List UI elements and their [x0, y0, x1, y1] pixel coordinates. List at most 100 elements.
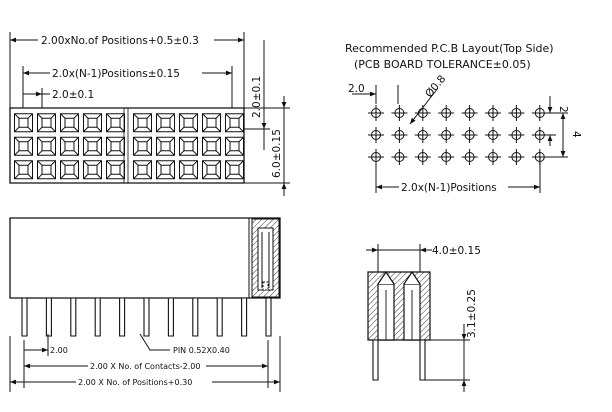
front-cell: [134, 161, 152, 179]
side-pin-row: [22, 298, 271, 336]
front-cell: [180, 114, 198, 132]
side-pin: [46, 298, 51, 336]
pcb-hole: [462, 127, 478, 143]
front-cell: [107, 114, 125, 132]
pcb-hole: [485, 105, 501, 121]
front-cell: [226, 161, 244, 179]
dim-pcb-row-pitch-label: 2: [557, 106, 569, 113]
side-pin: [242, 298, 247, 336]
dim-total-width-label: 2.00xNo.of Positions+0.5±0.3: [41, 35, 199, 47]
front-cell: [38, 114, 56, 132]
front-cell: [15, 161, 33, 179]
pcb-hole: [415, 127, 431, 143]
dim-height-label: 6.0±0.15: [271, 129, 283, 178]
front-cell: [107, 137, 125, 155]
pcb-hole: [462, 149, 478, 165]
front-cell: [226, 114, 244, 132]
front-cell: [15, 137, 33, 155]
pcb-hole: [368, 127, 384, 143]
pcb-layout-title: Recommended P.C.B Layout(Top Side): [345, 42, 554, 55]
dim-pin-length-label: 3.1±0.25: [466, 289, 478, 338]
dim-pitch: [23, 88, 50, 108]
side-pin: [168, 298, 173, 336]
front-cell: [180, 137, 198, 155]
front-cell: [226, 137, 244, 155]
side-pin: [22, 298, 27, 336]
dim-contacts-label: 2.00 X No. of Contacts-2.00: [90, 362, 200, 371]
pcb-hole: [391, 149, 407, 165]
side-pin: [193, 298, 198, 336]
dim-side-pitch-label: 2.00: [50, 346, 68, 355]
front-cell: [157, 161, 175, 179]
pcb-layout: Recommended P.C.B Layout(Top Side) (PCB …: [345, 42, 582, 194]
front-cell: [157, 137, 175, 155]
dim-hole-label: Ø0.8: [423, 73, 448, 100]
side-view: 2.00 PIN 0.52X0.40 2.00 X No. of Contact…: [10, 218, 280, 392]
dim-pcb-positions: [376, 157, 540, 193]
pcb-hole-grid: [368, 105, 548, 165]
side-pin: [266, 298, 271, 336]
pcb-layout-tolerance: (PCB BOARD TOLERANCE±0.05): [354, 58, 531, 71]
pcb-hole: [508, 105, 524, 121]
end-view: 4.0±0.15 3.1±0.25: [366, 244, 481, 392]
side-body: [10, 218, 280, 298]
side-end-section: [252, 219, 279, 297]
front-cell: [84, 161, 102, 179]
front-cell-grid: [15, 114, 244, 179]
dim-pcb-pitch-label: 2.0: [348, 83, 365, 95]
dim-pitch-span: [23, 66, 232, 108]
pcb-hole: [485, 149, 501, 165]
front-view: 2.00xNo.of Positions+0.5±0.3 2.0x(N-1)Po…: [10, 32, 290, 196]
front-cell: [203, 161, 221, 179]
front-cell: [61, 161, 79, 179]
pcb-hole: [391, 105, 407, 121]
side-pin: [144, 298, 149, 336]
pcb-hole: [438, 105, 454, 121]
pcb-hole: [438, 149, 454, 165]
front-cell: [61, 137, 79, 155]
dim-positions-label: 2.00 X No. of Positions+0.30: [78, 378, 192, 387]
pcb-hole: [508, 149, 524, 165]
side-pin: [217, 298, 222, 336]
pin-size-label: PIN 0.52X0.40: [173, 346, 230, 355]
front-cell: [157, 114, 175, 132]
dim-row-pitch-label: 2.0±0.1: [251, 76, 263, 118]
front-cell: [15, 114, 33, 132]
front-cell: [61, 114, 79, 132]
dim-end: [366, 244, 470, 392]
front-cell: [107, 161, 125, 179]
end-pins: [373, 340, 425, 380]
front-cell: [38, 137, 56, 155]
dim-front-right: [244, 40, 290, 196]
front-cell: [203, 137, 221, 155]
dim-pitch-label: 2.0±0.1: [52, 89, 94, 101]
pcb-hole: [485, 127, 501, 143]
pcb-hole: [368, 105, 384, 121]
dim-total-width: [10, 32, 244, 108]
front-cell: [180, 161, 198, 179]
side-pin: [120, 298, 125, 336]
front-cell: [134, 114, 152, 132]
side-pin: [71, 298, 76, 336]
dim-end-width-label: 4.0±0.15: [432, 245, 481, 257]
pcb-hole: [415, 149, 431, 165]
end-body: [368, 272, 430, 340]
front-cell: [38, 161, 56, 179]
dim-hole-leader: [410, 88, 438, 124]
dim-pcb-right: [540, 96, 568, 157]
front-body: [10, 108, 244, 183]
side-pin: [95, 298, 100, 336]
pcb-hole: [508, 127, 524, 143]
front-cell: [84, 137, 102, 155]
front-cell: [203, 114, 221, 132]
dim-pcb-positions-label: 2.0x(N-1)Positions: [401, 182, 497, 194]
dim-pcb-span-label: 4: [570, 131, 582, 138]
dim-side: [10, 334, 280, 392]
dim-pitch-span-label: 2.0x(N-1)Positions±0.15: [52, 68, 180, 80]
front-cell: [134, 137, 152, 155]
pcb-hole: [462, 105, 478, 121]
front-cell: [84, 114, 102, 132]
pcb-hole: [391, 127, 407, 143]
pcb-hole: [438, 127, 454, 143]
